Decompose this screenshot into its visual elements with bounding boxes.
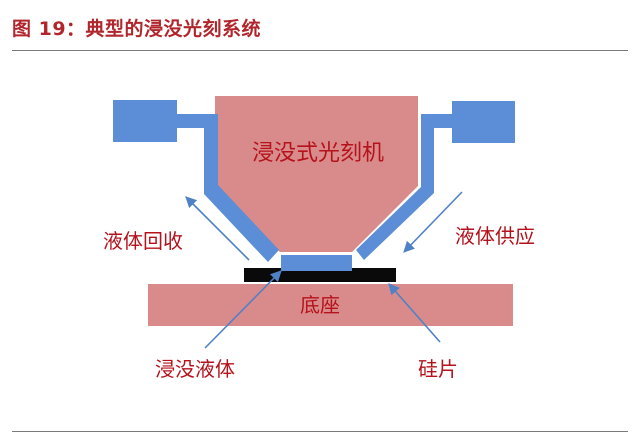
right-supply-pipe (356, 114, 452, 260)
figure-title: 图 19：典型的浸没光刻系统 (12, 18, 262, 40)
bottom-divider (12, 431, 628, 432)
liquid-supply-label: 液体供应 (455, 224, 535, 248)
liquid-recovery-arrow (185, 196, 250, 261)
liquid-supply-arrow (403, 191, 463, 253)
wafer-label: 硅片 (418, 357, 458, 381)
lithography-machine-body (215, 96, 418, 252)
liquid-recovery-label: 液体回收 (103, 229, 183, 253)
machine-label: 浸没式光刻机 (252, 141, 384, 166)
left-recovery-pipe (177, 114, 279, 262)
immersion-liquid-label: 浸没液体 (155, 357, 235, 381)
base-platform (148, 284, 513, 326)
wafer (244, 268, 396, 282)
wafer-pointer (388, 283, 441, 343)
left-reservoir-box (113, 100, 177, 142)
immersion-liquid-layer (281, 255, 352, 271)
right-reservoir-box (452, 101, 515, 143)
base-label: 底座 (300, 293, 340, 317)
immersion-liquid-pointer (204, 270, 282, 349)
top-divider (12, 50, 628, 51)
